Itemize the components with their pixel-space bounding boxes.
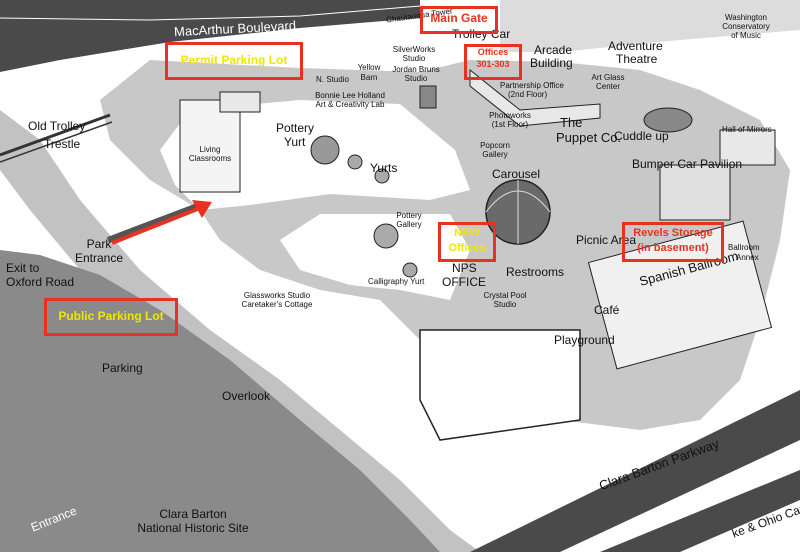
partnership-office-label-2: (2nd Floor) bbox=[508, 90, 548, 99]
bonnie-lee-label-1: Bonnie Lee Holland bbox=[315, 91, 385, 100]
pottery-gallery-label-1: Pottery bbox=[396, 211, 422, 220]
park-entrance-label-1: Park bbox=[86, 237, 112, 251]
restrooms-label: Restrooms bbox=[506, 265, 565, 279]
adventure-theatre-label-2: Theatre bbox=[616, 52, 658, 66]
art-glass-label-1: Art Glass bbox=[591, 73, 625, 82]
yellow-barn-label-1: Yellow bbox=[357, 63, 381, 72]
bumper-car-label: Bumper Car Pavilion bbox=[632, 157, 743, 171]
pottery-gallery-label-2: Gallery bbox=[396, 220, 422, 229]
clara-barton-site-label-2: National Historic Site bbox=[137, 521, 249, 535]
carousel-label: Carousel bbox=[492, 167, 541, 181]
new-offices-box bbox=[438, 222, 496, 262]
main-gate-box bbox=[420, 6, 498, 34]
n-studio-label: N. Studio bbox=[316, 75, 349, 84]
public-parking-text: Public Parking Lot bbox=[58, 309, 164, 323]
ballroom-annex-label-2: Annex bbox=[736, 253, 759, 262]
nps-office-label-2: OFFICE bbox=[442, 275, 486, 289]
revels-storage-box bbox=[622, 222, 724, 262]
parking-label: Parking bbox=[102, 361, 143, 375]
living-classrooms-label-2: Classrooms bbox=[188, 154, 232, 163]
conservatory-label-3: of Music bbox=[731, 31, 761, 40]
permit-parking-box bbox=[165, 42, 303, 80]
red-direction-arrow bbox=[111, 206, 201, 245]
art-glass-label-2: Center bbox=[595, 82, 620, 91]
pottery-yurt-label-2: Yurt bbox=[284, 135, 306, 149]
macarthur-boulevard-road bbox=[0, 0, 420, 72]
offices-text-2: 301-303 bbox=[476, 59, 510, 69]
old-trolley-label: Old Trolley bbox=[28, 119, 86, 133]
calligraphy-yurt-label: Calligraphy Yurt bbox=[368, 277, 425, 286]
offices-301-303-box bbox=[464, 44, 522, 80]
trestle-label: Trestle bbox=[44, 137, 81, 151]
public-parking-box bbox=[44, 298, 178, 336]
bonnie-lee-label-2: Art & Creativity Lab bbox=[315, 100, 385, 109]
arcade-building-label-1: Arcade bbox=[534, 43, 573, 57]
exit-oxford-label-1: Exit to bbox=[6, 261, 40, 275]
playground-label: Playground bbox=[554, 333, 615, 347]
nps-office-label-1: NPS bbox=[452, 261, 477, 275]
new-offices-text-1: NEW bbox=[454, 227, 480, 239]
popcorn-gallery-label-2: Gallery bbox=[482, 150, 508, 159]
cafe-label: Café bbox=[594, 303, 620, 317]
clara-barton-parkway-road bbox=[470, 390, 800, 552]
overlook-label: Overlook bbox=[222, 389, 271, 403]
crystal-pool-label-2: Studio bbox=[493, 300, 517, 309]
pottery-yurt-label-1: Pottery bbox=[276, 121, 315, 135]
picnic-area-label: Picnic Area bbox=[576, 233, 637, 247]
crystal-pool-label-1: Crystal Pool bbox=[483, 291, 527, 300]
exit-oxford-label-2: Oxford Road bbox=[6, 275, 75, 289]
clara-barton-site-label-1: Clara Barton bbox=[159, 507, 227, 521]
silverworks-label-1: SilverWorks bbox=[392, 45, 436, 54]
park-entrance-label-2: Entrance bbox=[74, 251, 124, 265]
hall-of-mirrors-label: Hall of Mirrors bbox=[722, 125, 772, 134]
puppet-co-label-2: Puppet Co. bbox=[556, 130, 622, 145]
conservatory-label-2: Conservatory bbox=[722, 22, 770, 31]
glassworks-label-2: Caretaker's Cottage bbox=[241, 300, 313, 309]
puppet-co-label-1: The bbox=[560, 115, 583, 130]
conservatory-label-1: Washington bbox=[725, 13, 767, 22]
living-classrooms-label-1: Living bbox=[199, 145, 221, 154]
new-offices-text-2: Offices bbox=[448, 242, 486, 254]
jordan-bruns-label-2: Studio bbox=[404, 74, 428, 83]
revels-storage-text-1: Revels Storage bbox=[633, 227, 713, 239]
revels-storage-text-2: (in basement) bbox=[637, 242, 709, 254]
jordan-bruns-label-1: Jordan Bruns bbox=[392, 65, 440, 74]
photoworks-label-1: Photoworks bbox=[489, 111, 531, 120]
cuddle-up-label: Cuddle up bbox=[614, 129, 669, 143]
glassworks-label-1: Glassworks Studio bbox=[243, 291, 311, 300]
adventure-theatre-label-1: Adventure bbox=[608, 39, 663, 53]
stream bbox=[0, 110, 480, 552]
partnership-office-label-1: Partnership Office bbox=[500, 81, 564, 90]
yellow-barn-label-2: Barn bbox=[360, 73, 378, 82]
silverworks-label-2: Studio bbox=[402, 54, 426, 63]
yurts-label: Yurts bbox=[370, 161, 398, 175]
offices-text-1: Offices bbox=[477, 47, 509, 57]
ballroom-annex-label-1: Ballroom bbox=[728, 243, 760, 252]
arcade-building-label-2: Building bbox=[530, 56, 573, 70]
popcorn-gallery-label-1: Popcorn bbox=[480, 141, 510, 150]
main-gate-text: Main Gate bbox=[430, 11, 488, 25]
photoworks-label-2: (1st Floor) bbox=[491, 120, 529, 129]
permit-parking-text: Permit Parking Lot bbox=[180, 53, 288, 67]
public-parking-area bbox=[0, 250, 440, 552]
